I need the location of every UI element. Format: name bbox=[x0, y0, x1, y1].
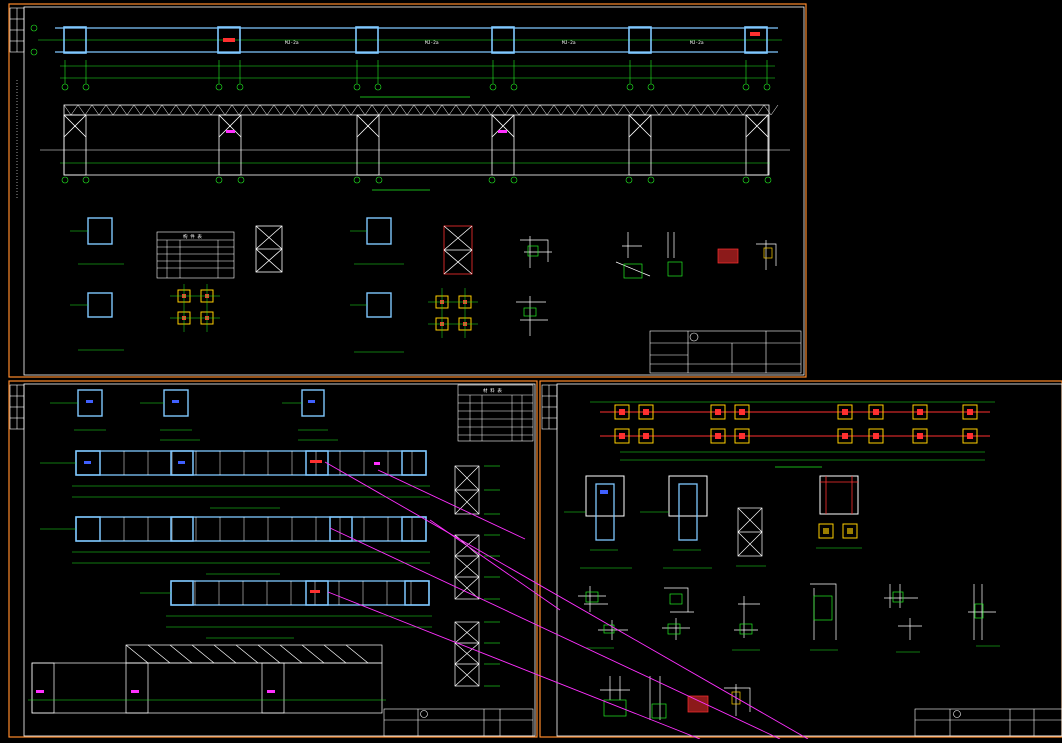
footing-pad bbox=[912, 404, 928, 420]
footing-pad bbox=[614, 404, 630, 420]
bl-small-plan-tags bbox=[86, 400, 315, 403]
footing-pad bbox=[837, 428, 853, 444]
elevation-magenta-tag bbox=[226, 130, 235, 133]
footing-column bbox=[967, 433, 973, 439]
footing-pad bbox=[638, 428, 654, 444]
br-section-dims bbox=[564, 511, 862, 569]
plan-label-1: MJ-2a bbox=[285, 40, 299, 46]
footing-column bbox=[739, 433, 745, 439]
br-column-sections bbox=[585, 475, 859, 557]
plan-label-4: MJ-2a bbox=[690, 40, 704, 46]
footing-column bbox=[739, 409, 745, 415]
footing-column bbox=[619, 409, 625, 415]
bl-beam-plans bbox=[75, 450, 430, 606]
footing-pad bbox=[962, 428, 978, 444]
footing-column bbox=[967, 409, 973, 415]
plan-label-3: MJ-2a bbox=[562, 40, 576, 46]
plan-red-tag-2 bbox=[750, 32, 760, 36]
sheet-bottom-left: 材 料 表 bbox=[8, 380, 538, 738]
sheet-bl-binding-stamp bbox=[9, 384, 25, 430]
br-lower-details bbox=[600, 676, 751, 720]
bl-beam-bay-boxes bbox=[75, 450, 430, 606]
footing-column bbox=[842, 433, 848, 439]
bl-small-plan-dims bbox=[50, 402, 338, 441]
top-components-table: 构 件 表 bbox=[156, 231, 235, 279]
top-detail-dims bbox=[70, 230, 404, 353]
br-foundation-plan bbox=[590, 401, 995, 468]
footing-pad bbox=[868, 404, 884, 420]
sheet-bl-border bbox=[8, 380, 538, 738]
footing-pad bbox=[710, 428, 726, 444]
bl-material-table: 材 料 表 bbox=[457, 384, 534, 442]
magenta-leaders bbox=[324, 461, 809, 740]
br-connection-details bbox=[578, 583, 996, 640]
plan-label-2: MJ-2a bbox=[425, 40, 439, 46]
top-plan-view: MJ-2a MJ-2a MJ-2a MJ-2a bbox=[30, 24, 782, 98]
plan-grid-bubbles bbox=[30, 24, 771, 91]
sheet-br-binding-stamp bbox=[541, 384, 558, 430]
footing-pad bbox=[868, 428, 884, 444]
top-truss-details bbox=[255, 225, 473, 275]
footing-pad bbox=[912, 428, 928, 444]
bl-title-block bbox=[383, 708, 534, 737]
sheet-br-border bbox=[539, 380, 1062, 738]
bl-elevation-tags bbox=[36, 690, 275, 693]
sheet-bottom-right bbox=[539, 380, 1062, 738]
top-connection-details bbox=[516, 232, 777, 336]
elevation-grid-bubbles bbox=[61, 176, 772, 184]
footing-column bbox=[715, 433, 721, 439]
sheet-top-frame bbox=[23, 6, 805, 376]
top-title-block bbox=[649, 330, 802, 374]
footing-column bbox=[917, 433, 923, 439]
footing-column bbox=[643, 409, 649, 415]
sheet-top-binding-stamp bbox=[9, 7, 25, 200]
footing-pad bbox=[614, 428, 630, 444]
plan-column-boxes bbox=[63, 26, 768, 54]
footing-column bbox=[842, 409, 848, 415]
bl-vertical-trusses bbox=[454, 465, 480, 687]
footing-column bbox=[873, 409, 879, 415]
top-base-plates bbox=[170, 284, 478, 338]
plan-grid-ticks bbox=[64, 60, 768, 84]
footing-pad bbox=[734, 428, 750, 444]
plan-red-tag bbox=[223, 38, 235, 42]
br-detail-underlines bbox=[586, 645, 1000, 653]
br-title-block bbox=[914, 708, 1062, 737]
sheet-top-border bbox=[8, 3, 807, 378]
plan-labels: MJ-2a MJ-2a MJ-2a MJ-2a bbox=[285, 40, 704, 46]
sheet-br-frame bbox=[556, 383, 1062, 737]
elevation-column-panels bbox=[63, 114, 769, 176]
elevation-magenta-tag-2 bbox=[498, 130, 507, 133]
bl-beam-tags bbox=[84, 460, 380, 593]
bl-elevation bbox=[28, 644, 386, 714]
elevation-truss-diagonals bbox=[63, 104, 779, 116]
footing-pad bbox=[638, 404, 654, 420]
footing-pad bbox=[962, 404, 978, 420]
bl-beam-bays bbox=[99, 451, 413, 605]
sheet-top: MJ-2a MJ-2a MJ-2a MJ-2a bbox=[8, 3, 807, 378]
bl-truss-dims bbox=[484, 465, 500, 687]
footing-column bbox=[643, 433, 649, 439]
sheet-bl-frame bbox=[23, 383, 536, 737]
footing-column bbox=[917, 409, 923, 415]
material-table-title: 材 料 表 bbox=[483, 387, 502, 394]
components-table-title: 构 件 表 bbox=[183, 233, 202, 240]
top-detail-sections bbox=[87, 217, 392, 318]
br-footings bbox=[614, 404, 978, 444]
footing-column bbox=[619, 433, 625, 439]
footing-column bbox=[715, 409, 721, 415]
footing-pad bbox=[837, 404, 853, 420]
footing-pad bbox=[710, 404, 726, 420]
top-elevation-view bbox=[40, 104, 790, 191]
footing-pad bbox=[734, 404, 750, 420]
footing-column bbox=[873, 433, 879, 439]
